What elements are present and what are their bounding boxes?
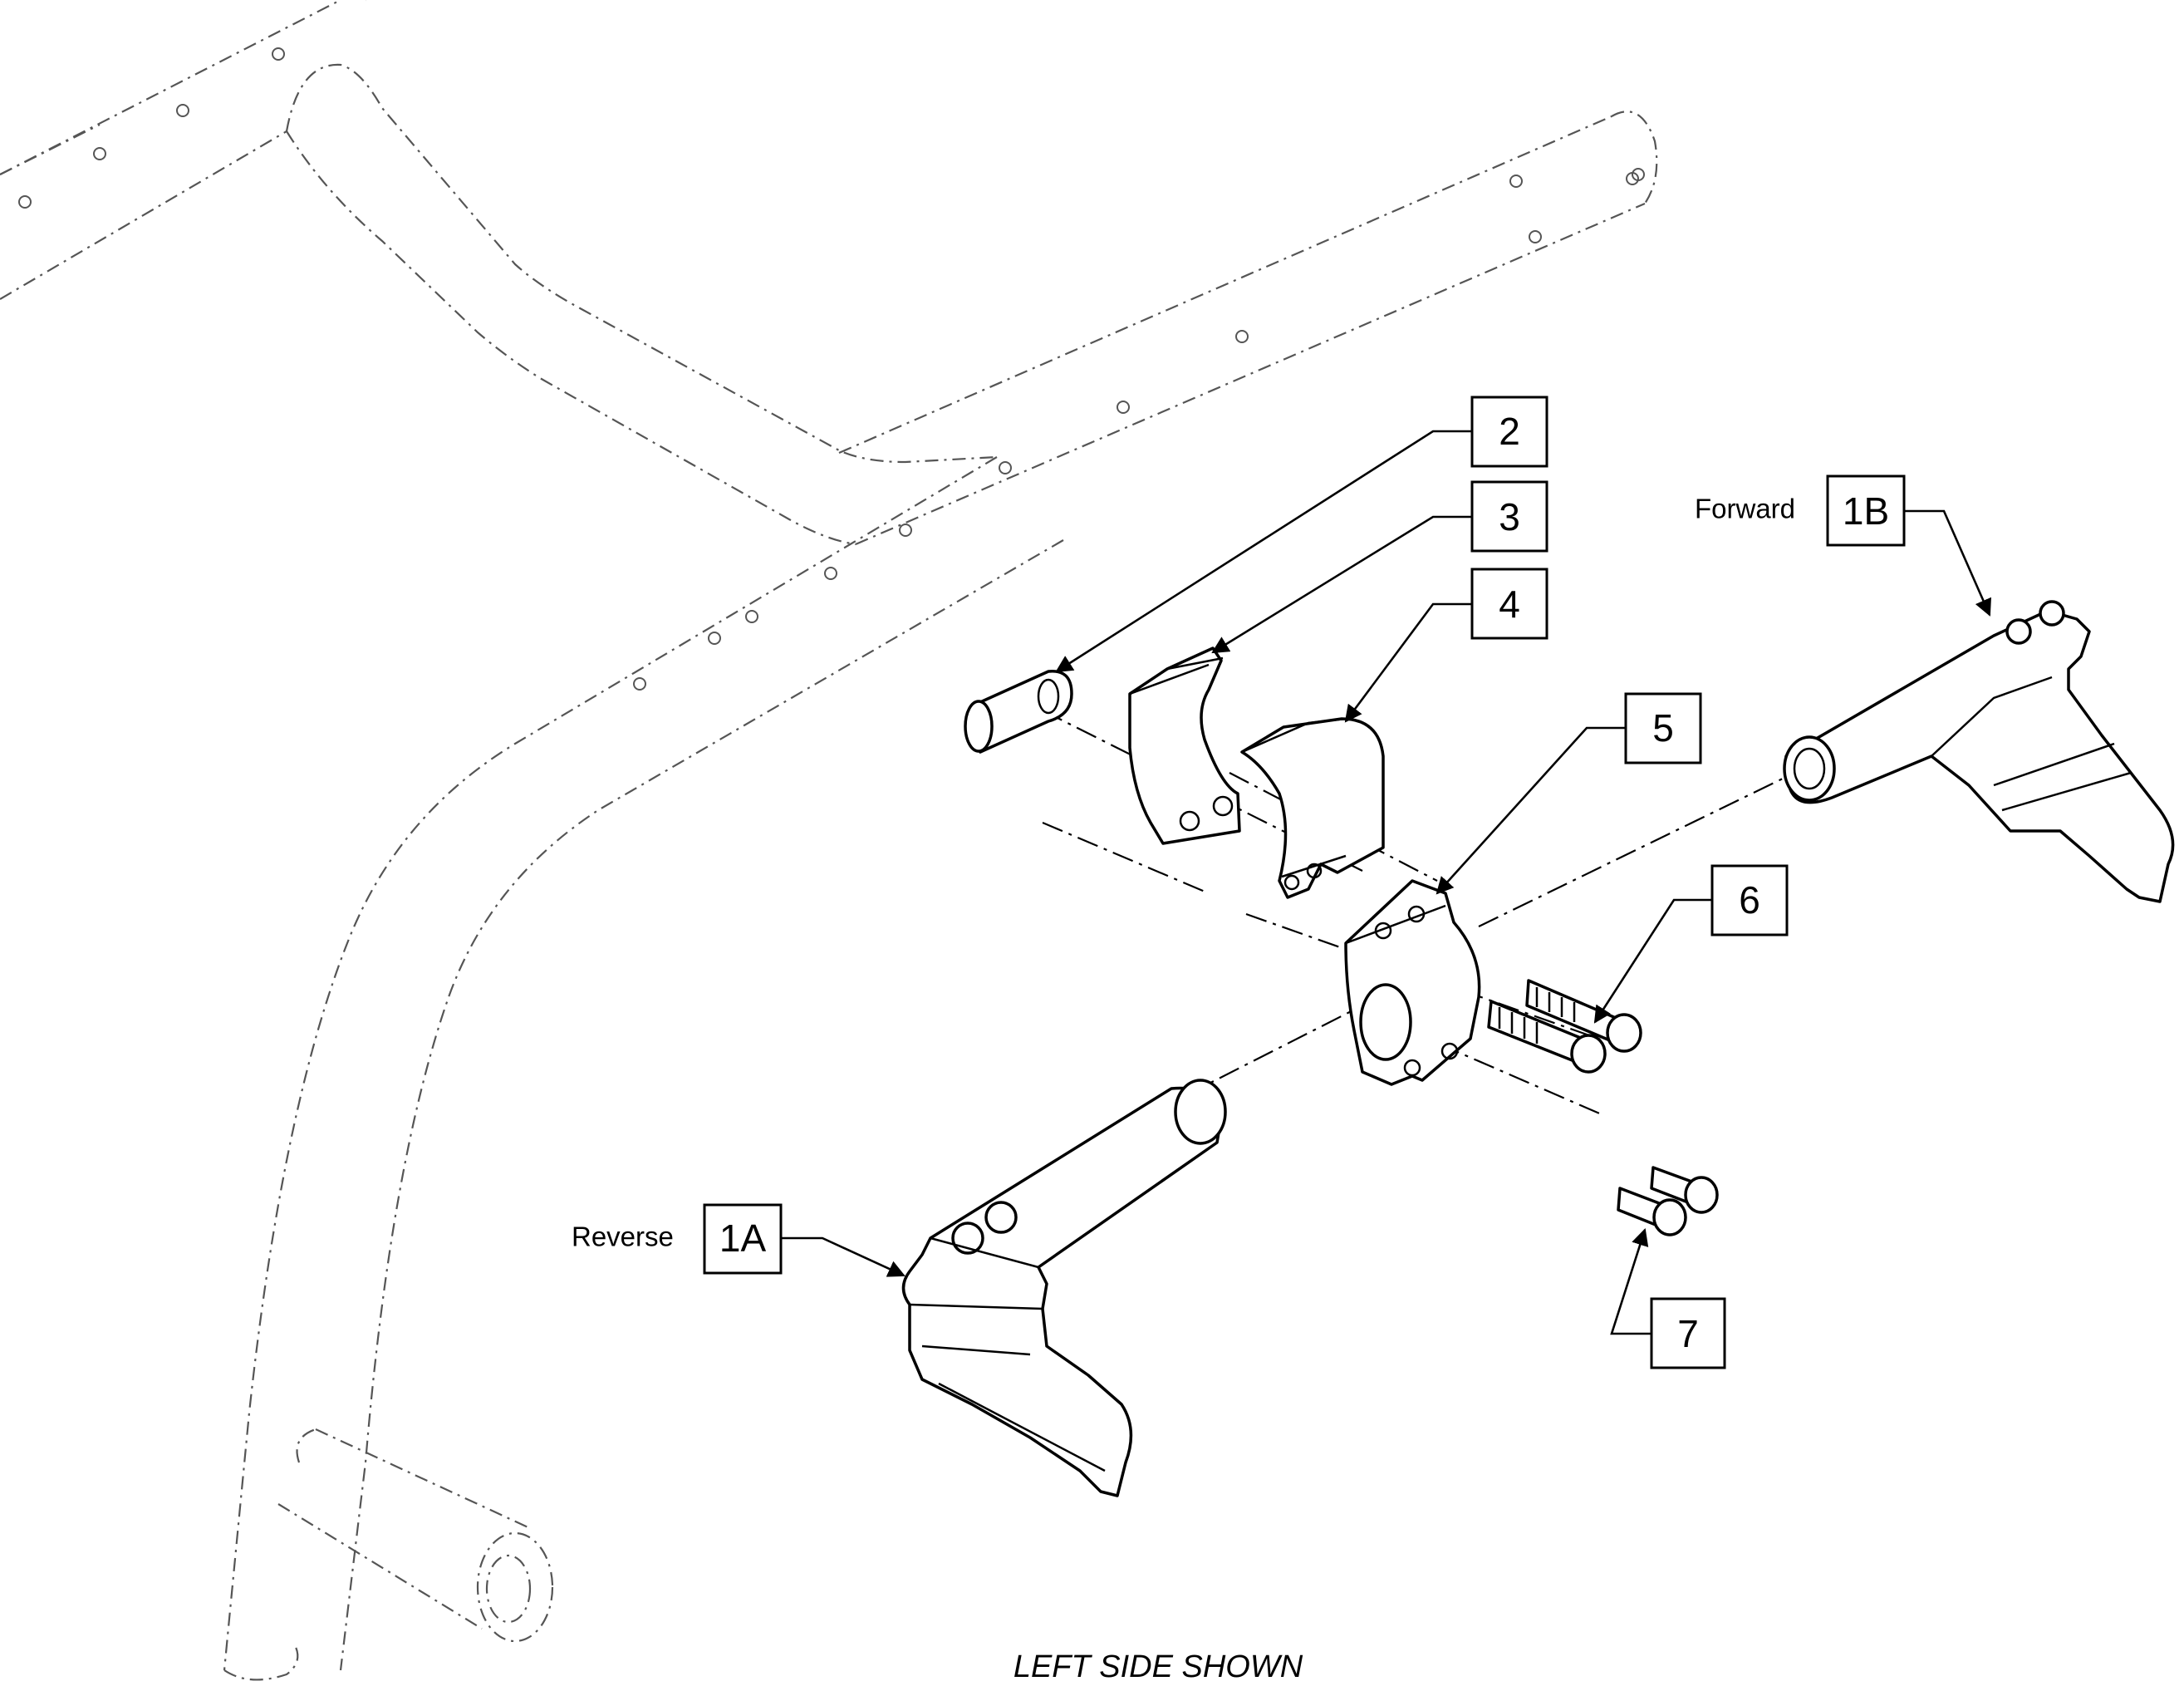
callout-1a: 1A <box>703 1203 783 1275</box>
callout-1b: 1B <box>1826 474 1906 547</box>
callout-2: 2 <box>1470 396 1548 468</box>
part-3-clamp-half <box>1128 646 1241 845</box>
callout-6-label: 6 <box>1739 878 1760 922</box>
callout-6: 6 <box>1710 864 1789 936</box>
diagram-caption: LEFT SIDE SHOWN <box>1013 1649 1303 1684</box>
forward-label: Forward <box>1695 494 1795 524</box>
part-1b-forward-brake-assembly <box>1783 600 2175 903</box>
callout-3-label: 3 <box>1499 495 1520 538</box>
part-7-short-screws <box>1617 1166 1719 1236</box>
part-5-clamp-block <box>1344 879 1481 1086</box>
part-6-long-screws <box>1487 979 1642 1074</box>
frame-holes <box>18 47 1645 691</box>
reverse-label: Reverse <box>572 1222 674 1252</box>
callout-3: 3 <box>1470 480 1548 553</box>
leader-lines <box>781 430 1991 1335</box>
callout-4: 4 <box>1470 568 1548 640</box>
callout-1a-label: 1A <box>719 1217 767 1260</box>
part-2-pin <box>964 670 1073 754</box>
callout-4-label: 4 <box>1499 583 1520 626</box>
callout-7-label: 7 <box>1677 1312 1699 1355</box>
part-4-clamp-half <box>1240 717 1385 899</box>
callout-5-label: 5 <box>1652 706 1674 750</box>
wheelchair-frame-phantom <box>0 0 1658 1681</box>
callout-7: 7 <box>1650 1297 1726 1369</box>
callout-5: 5 <box>1624 692 1702 764</box>
callout-2-label: 2 <box>1499 410 1520 453</box>
part-1a-reverse-brake-assembly <box>901 1079 1227 1497</box>
callout-1b-label: 1B <box>1843 489 1889 533</box>
